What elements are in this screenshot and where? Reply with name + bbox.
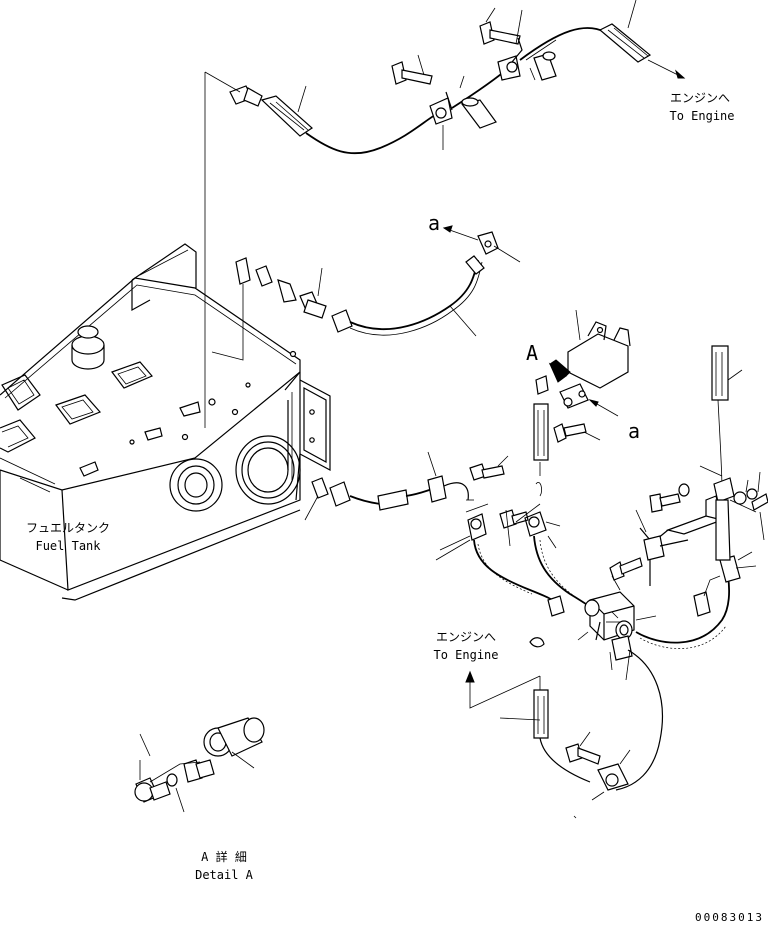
tank-port-right [235,435,301,505]
ref-a-lower: a [628,419,640,443]
mid-hose-assembly [211,225,521,361]
fuel-tank-jp: フュエルタンク [26,521,110,535]
detail-a-en: Detail A [195,868,254,882]
ref-a-upper: a [428,211,440,235]
bolt-upper-2 [391,61,433,85]
inspection-port-1 [1,374,41,411]
inspection-port-2 [111,361,153,389]
detail-a-jp: A 詳 細 [201,849,247,864]
bolt-upper-1 [479,21,521,45]
lower-hose-assembly [304,451,474,521]
text-labels: エンジンへ To Engine a a A フュエルタンク Fuel Tank … [26,91,764,924]
upper-hose-assembly [204,0,686,428]
tank-port-left [169,458,223,512]
to-engine-top-en: To Engine [669,109,734,123]
filler-cap [71,335,105,355]
fuel-tank-en: Fuel Tank [35,539,101,553]
inspection-port-3 [55,394,102,425]
inspection-port-4 [0,419,36,453]
drawing-number: 00083013 [695,911,764,924]
valve-block-area [435,309,768,819]
fuel-tank [0,243,331,601]
to-engine-top-jp: エンジンへ [670,91,730,105]
view-marker-a: A [526,341,538,365]
hose-sleeve-lower [377,489,409,511]
mounting-bracket [567,333,629,389]
detail-a [134,717,265,813]
hose-sleeve-vertical [533,403,549,461]
to-engine-mid-jp: エンジンへ [436,630,496,644]
to-engine-mid-en: To Engine [433,648,498,662]
sensor-block [235,257,251,285]
